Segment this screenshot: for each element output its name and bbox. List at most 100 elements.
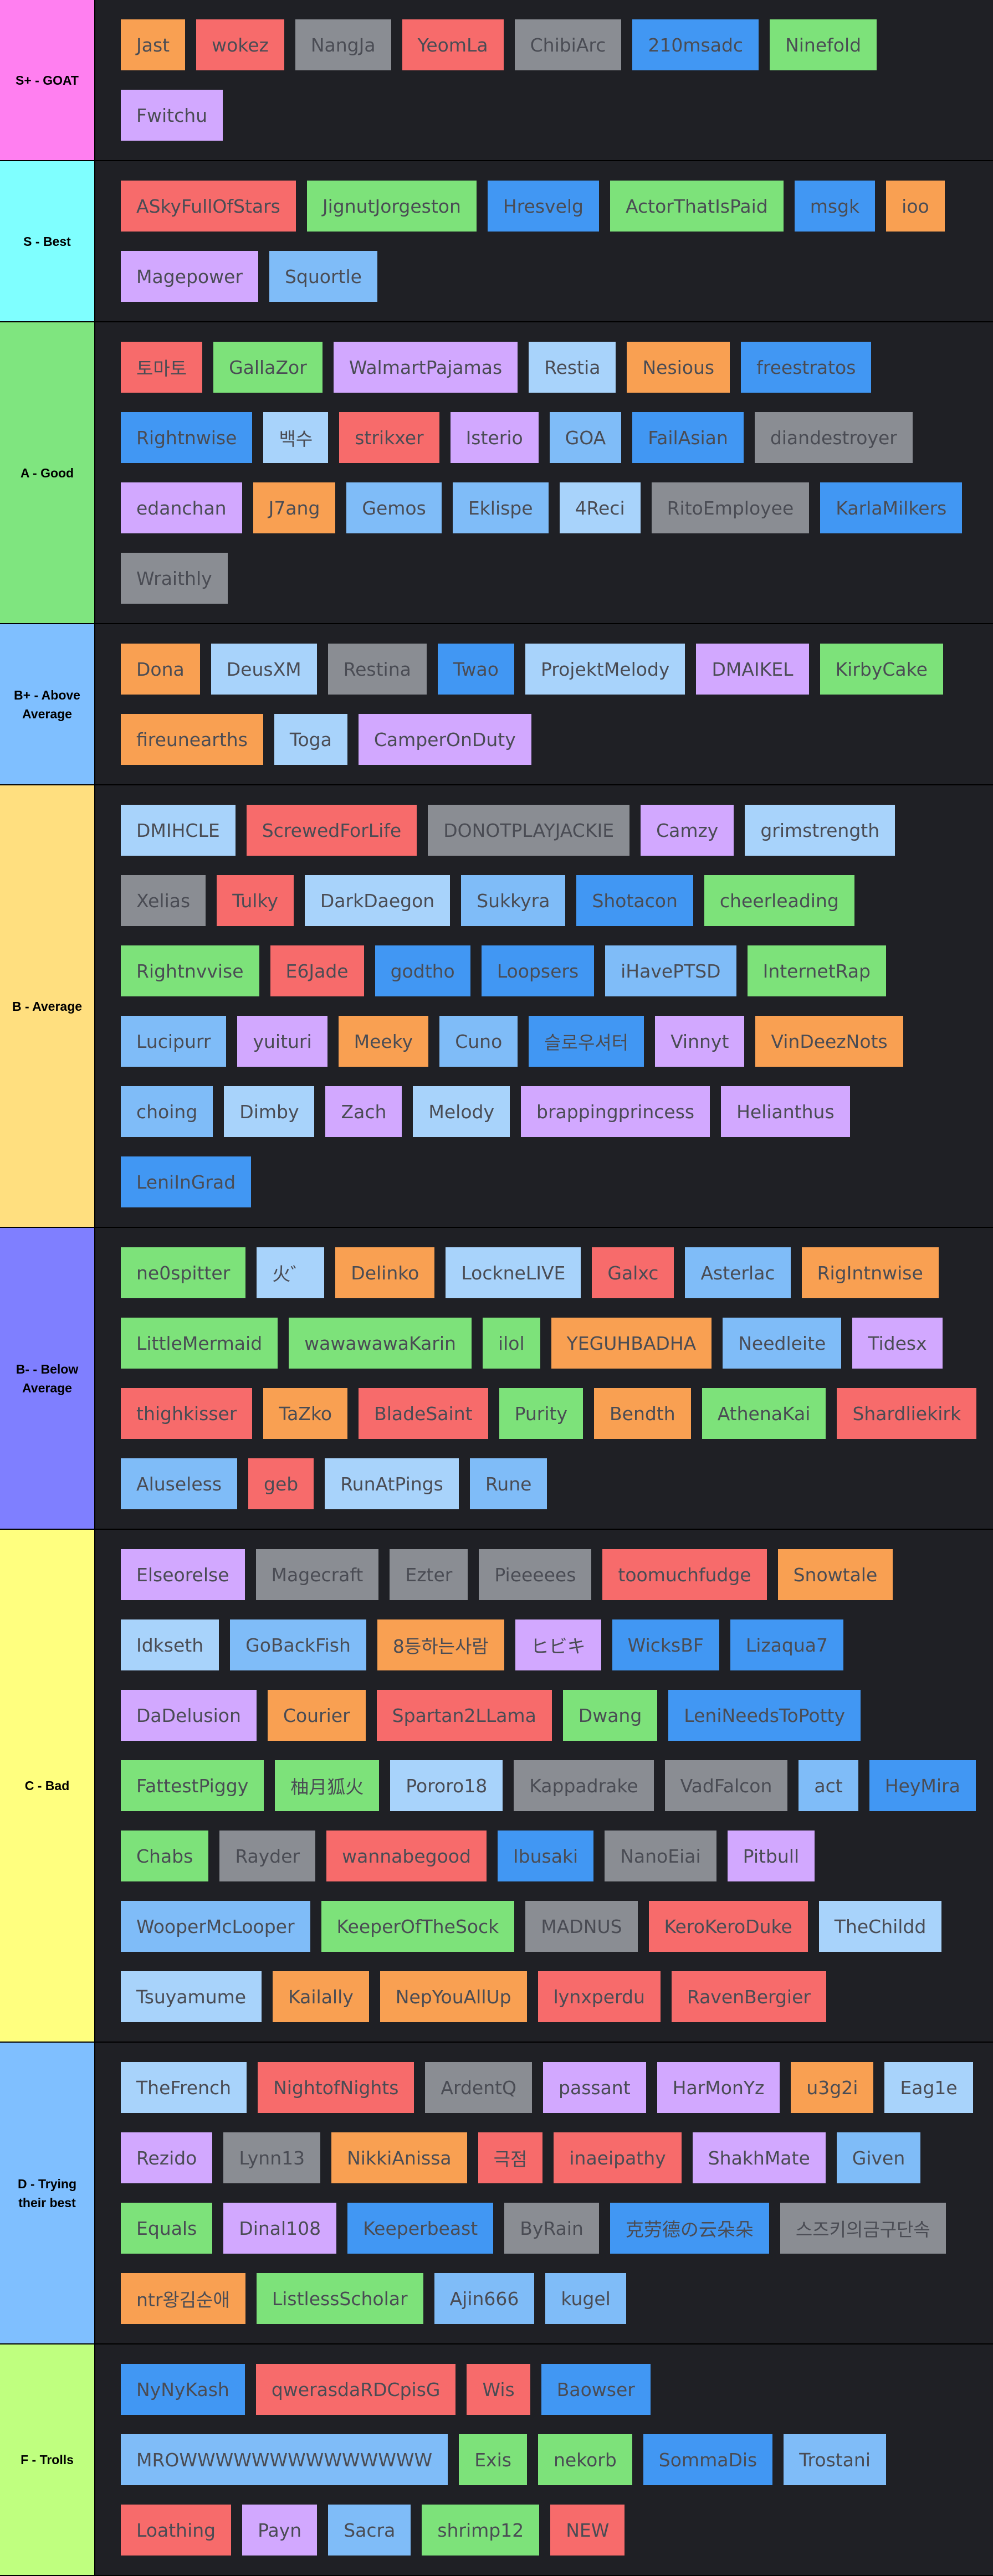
- tier-item[interactable]: Rayder: [219, 1831, 316, 1881]
- tier-item[interactable]: Kailally: [273, 1971, 369, 2022]
- tier-item[interactable]: inaeipathy: [554, 2132, 682, 2183]
- tier-item[interactable]: Vinnyt: [655, 1016, 745, 1067]
- tier-item[interactable]: HeyMira: [869, 1760, 976, 1811]
- tier-item[interactable]: Magepower: [121, 251, 258, 302]
- tier-item[interactable]: LittleMermaid: [121, 1318, 278, 1369]
- tier-item[interactable]: Ibusaki: [497, 1831, 594, 1881]
- tier-item[interactable]: Keeperbeast: [347, 2203, 494, 2254]
- tier-item[interactable]: nekorb: [538, 2434, 632, 2485]
- tier-item[interactable]: Tsuyamume: [121, 1971, 262, 2022]
- tier-item[interactable]: fireunearths: [121, 714, 263, 765]
- tier-item[interactable]: toomuchfudge: [602, 1549, 767, 1600]
- tier-item[interactable]: ShakhMate: [692, 2132, 826, 2183]
- tier-item[interactable]: Aluseless: [121, 1458, 238, 1509]
- tier-item[interactable]: Eag1e: [884, 2062, 973, 2113]
- tier-item[interactable]: act: [799, 1760, 858, 1811]
- tier-item[interactable]: Tulky: [217, 875, 294, 926]
- tier-item[interactable]: GOA: [549, 412, 622, 463]
- tier-item[interactable]: ArdentQ: [425, 2062, 533, 2113]
- tier-item[interactable]: WooperMcLooper: [121, 1901, 310, 1952]
- tier-item[interactable]: Purity: [499, 1388, 583, 1439]
- tier-item[interactable]: TaZko: [263, 1388, 348, 1439]
- tier-item[interactable]: Pitbull: [727, 1831, 815, 1881]
- tier-item[interactable]: Rightnvvise: [121, 945, 259, 996]
- tier-item[interactable]: NikkiAnissa: [331, 2132, 467, 2183]
- tier-item[interactable]: KirbyCake: [820, 644, 943, 695]
- tier-item[interactable]: thighkisser: [121, 1388, 253, 1439]
- tier-item[interactable]: ChibiArc: [514, 19, 622, 70]
- tier-item[interactable]: Idkseth: [121, 1619, 219, 1670]
- tier-item[interactable]: lynxperdu: [538, 1971, 661, 2022]
- tier-item[interactable]: Rune: [469, 1458, 547, 1509]
- tier-item[interactable]: KeeperOfTheSock: [321, 1901, 515, 1952]
- tier-item[interactable]: BladeSaint: [359, 1388, 488, 1439]
- tier-item[interactable]: Loathing: [121, 2505, 232, 2556]
- tier-item[interactable]: 8등하는사람: [377, 1619, 504, 1670]
- tier-item[interactable]: wannabegood: [326, 1831, 487, 1881]
- tier-item[interactable]: FailAsian: [632, 412, 744, 463]
- tier-label[interactable]: B- - Below Average: [0, 1228, 95, 1529]
- tier-item[interactable]: Rezido: [121, 2132, 213, 2183]
- tier-item[interactable]: VadFalcon: [664, 1760, 788, 1811]
- tier-item[interactable]: Needleite: [723, 1318, 842, 1369]
- tier-item[interactable]: passant: [543, 2062, 646, 2113]
- tier-item[interactable]: Squortle: [269, 251, 377, 302]
- tier-item[interactable]: Eklispe: [452, 482, 549, 533]
- tier-item[interactable]: ASkyFullOfStars: [121, 181, 296, 232]
- tier-label[interactable]: F - Trolls: [0, 2344, 95, 2575]
- tier-item[interactable]: ヒビキ: [515, 1619, 601, 1670]
- tier-item[interactable]: ProjektMelody: [525, 644, 685, 695]
- tier-item[interactable]: u3g2i: [791, 2062, 874, 2113]
- tier-item[interactable]: 극점: [478, 2132, 543, 2183]
- tier-item[interactable]: Jast: [121, 19, 186, 70]
- tier-item[interactable]: Restina: [327, 644, 427, 695]
- tier-item[interactable]: 克劳德の云朵朵: [610, 2203, 769, 2254]
- tier-item[interactable]: RigIntnwise: [801, 1247, 939, 1298]
- tier-item[interactable]: Rightnwise: [121, 412, 253, 463]
- tier-item[interactable]: LeniNeedsToPotty: [668, 1690, 861, 1741]
- tier-item[interactable]: HarMonYz: [657, 2062, 780, 2113]
- tier-item[interactable]: KarlaMilkers: [820, 482, 963, 533]
- tier-item[interactable]: DONOTPLAYJACKIE: [428, 805, 630, 856]
- tier-item[interactable]: J7ang: [253, 482, 336, 533]
- tier-item[interactable]: ilol: [482, 1318, 540, 1369]
- tier-item[interactable]: 슬로우셔터: [529, 1016, 644, 1067]
- tier-item[interactable]: Helianthus: [721, 1086, 850, 1137]
- tier-item[interactable]: Spartan2LLama: [376, 1690, 552, 1741]
- tier-item[interactable]: NEW: [550, 2505, 625, 2556]
- tier-item[interactable]: strikxer: [339, 412, 439, 463]
- tier-item[interactable]: 토마토: [121, 342, 203, 393]
- tier-item[interactable]: DarkDaegon: [304, 875, 451, 926]
- tier-item[interactable]: SommaDis: [643, 2434, 773, 2485]
- tier-item[interactable]: Ezter: [390, 1549, 468, 1600]
- tier-item[interactable]: godtho: [375, 945, 470, 996]
- tier-item[interactable]: Wraithly: [121, 553, 228, 604]
- tier-item[interactable]: msgk: [794, 181, 876, 232]
- tier-item[interactable]: RavenBergier: [671, 1971, 826, 2022]
- tier-item[interactable]: JignutJorgeston: [306, 181, 477, 232]
- tier-item[interactable]: Exis: [459, 2434, 527, 2485]
- tier-item[interactable]: Pieeeees: [479, 1549, 592, 1600]
- tier-item[interactable]: ByRain: [504, 2203, 599, 2254]
- tier-item[interactable]: Pororo18: [390, 1760, 503, 1811]
- tier-label[interactable]: B+ - Above Average: [0, 624, 95, 784]
- tier-item[interactable]: freestratos: [741, 342, 872, 393]
- tier-item[interactable]: yuituri: [237, 1016, 327, 1067]
- tier-item[interactable]: FattestPiggy: [121, 1760, 264, 1811]
- tier-item[interactable]: ScrewedForLife: [246, 805, 417, 856]
- tier-item[interactable]: Melody: [413, 1086, 510, 1137]
- tier-item[interactable]: Sukkyra: [461, 875, 566, 926]
- tier-item[interactable]: YEGUHBADHA: [551, 1318, 712, 1369]
- tier-item[interactable]: DaDelusion: [121, 1690, 257, 1741]
- tier-item[interactable]: Fwitchu: [121, 90, 223, 141]
- tier-item[interactable]: RunAtPings: [325, 1458, 459, 1509]
- tier-item[interactable]: choing: [121, 1086, 213, 1137]
- tier-item[interactable]: ioo: [886, 181, 945, 232]
- tier-item[interactable]: Camzy: [641, 805, 734, 856]
- tier-item[interactable]: Hresvelg: [487, 181, 599, 232]
- tier-item[interactable]: Dwang: [562, 1690, 658, 1741]
- tier-item[interactable]: WalmartPajamas: [333, 342, 518, 393]
